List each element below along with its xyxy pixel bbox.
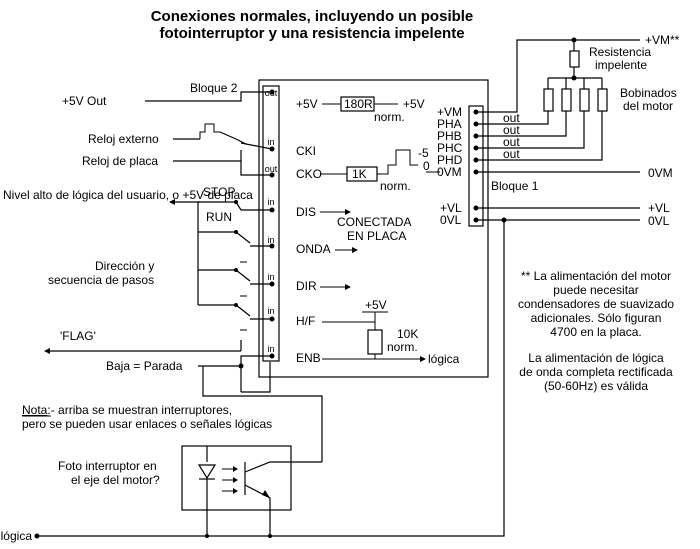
label-flag: 'FLAG' (60, 329, 96, 343)
label-plus5v-out: +5V Out (62, 94, 107, 108)
motor-winding-d (597, 88, 608, 112)
motor-winding-c (579, 88, 590, 112)
note-logic-2: de onda completa rectificada (519, 365, 673, 379)
controller-board-outline (258, 79, 489, 378)
b1-out-phc: out (503, 135, 520, 149)
b2-pin-out-cko: out (265, 164, 278, 174)
label-resistencia-2: impelente (595, 58, 647, 72)
label-ovl: 0VL (648, 214, 670, 228)
label-bobinados-1: Bobinados (620, 86, 677, 100)
note-motor-2: puede necesitar (553, 283, 638, 297)
b2-pin-in-hf: in (267, 306, 274, 316)
label-baja-parada: Baja = Parada (106, 359, 183, 373)
b1-out-phd: out (503, 147, 520, 161)
signal-onda: ONDA (296, 242, 331, 256)
signal-phb: PHB (437, 129, 462, 143)
signal-cko: CKO (296, 167, 322, 181)
pullup-resistor (569, 50, 580, 68)
motor-winding-a (543, 88, 554, 112)
label-nivel-alto: Nivel alto de lógica del usuario, o +5V … (3, 188, 253, 202)
b2-pin-in-onda: in (267, 235, 274, 245)
signal-cki: CKI (296, 144, 316, 158)
signal-plus-vl: +VL (440, 201, 462, 215)
label-plus5v-left: +5V (296, 97, 318, 111)
note-logic-3: (50-60Hz) es válida (544, 379, 648, 393)
b2-pin-in-enb: in (267, 344, 274, 354)
block-2-connector (262, 85, 280, 362)
led-icon (197, 464, 217, 480)
signal-enb: ENB (296, 351, 321, 365)
label-photo-1: Foto interruptor en (58, 459, 157, 473)
b2-pin-in-dis: in (267, 197, 274, 207)
label-reloj-externo: Reloj externo (88, 132, 159, 146)
label-conectada-1: CONECTADA (337, 215, 411, 229)
label-1k: 1K (352, 167, 367, 181)
label-norm-2: norm. (380, 179, 411, 193)
note-logic-1: La alimentación de lógica (528, 351, 664, 365)
label-10k: 10K (397, 327, 418, 341)
label-vl: +VL (648, 201, 670, 215)
note-motor-3: condensadores de suavizado (518, 297, 674, 311)
note-motor-5: 4700 en la placa. (550, 325, 641, 339)
signal-hf: H/F (296, 314, 315, 328)
label-pulse-zero: 0 (423, 159, 430, 173)
signal-phc: PHC (437, 141, 463, 155)
signal-plus-vm: +VM (437, 105, 462, 119)
label-retorno: Retorno de lógica (0, 529, 32, 543)
title-line-1: Conexiones normales, incluyendo un posib… (151, 8, 474, 25)
label-vm-supply: +VM** (645, 33, 680, 47)
b2-pin-in-cki: in (267, 137, 274, 147)
b1-out-pha: out (503, 111, 520, 125)
label-direccion-2: secuencia de pasos (48, 273, 154, 287)
label-direccion-1: Dirección y (95, 259, 154, 273)
label-ovm: 0VM (648, 166, 673, 180)
signal-0vm: 0VM (437, 165, 462, 179)
signal-phd: PHD (437, 153, 463, 167)
label-stop: STOP (203, 185, 235, 199)
label-resistencia-1: Resistencia (589, 45, 651, 59)
label-conectada-2: EN PLACA (347, 229, 406, 243)
label-reloj-placa: Reloj de placa (82, 154, 158, 168)
label-logica: lógica (428, 352, 460, 366)
b1-out-phb: out (503, 123, 520, 137)
note-nota: Nota:- arriba se muestran interruptores, (22, 403, 232, 417)
title-line-2: fotointerruptor y una resistencia impele… (159, 25, 464, 42)
resistor-10k (367, 329, 383, 355)
label-norm-3: norm. (387, 340, 418, 354)
label-pulse-neg: -5 (418, 146, 429, 160)
signal-dir: DIR (296, 279, 317, 293)
signal-pha: PHA (437, 117, 462, 131)
label-photo-2: el eje del motor? (71, 473, 160, 487)
block-2-label: Bloque 2 (190, 81, 238, 95)
label-180r: 180R (344, 97, 373, 111)
label-norm-1: norm. (374, 110, 405, 124)
note-motor-4: adicionales. Sólo figuran (531, 311, 662, 325)
block-1-label: Bloque 1 (491, 179, 539, 193)
block-1-connector (468, 105, 484, 227)
label-plus5v-pullup: +5V (365, 298, 387, 312)
signal-0vl: 0VL (440, 213, 462, 227)
b2-pin-in-dir: in (267, 272, 274, 282)
motor-winding-b (561, 88, 572, 112)
label-plus5v-right: +5V (403, 97, 425, 111)
note-line-2: pero se pueden usar enlaces o señales ló… (22, 417, 272, 431)
label-run: RUN (206, 210, 232, 224)
note-motor-1: ** La alimentación del motor (521, 269, 671, 283)
label-bobinados-2: del motor (623, 99, 673, 113)
signal-dis: DIS (296, 205, 316, 219)
photo-interrupter-box (181, 445, 292, 511)
